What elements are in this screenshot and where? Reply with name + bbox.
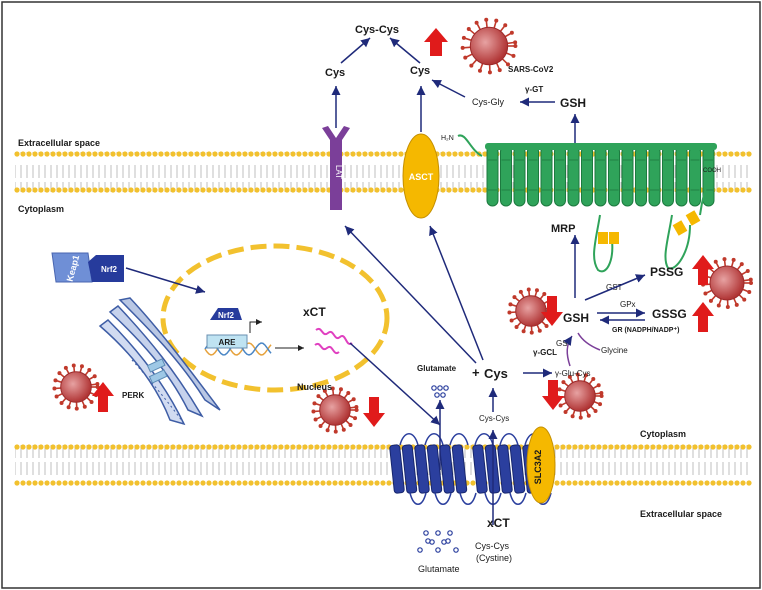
cytoplasm-label-bottom: Cytoplasm	[640, 429, 686, 439]
cys-cys-top-label: Cys-Cys	[355, 24, 399, 36]
cys-mid-label: Cys	[410, 65, 430, 77]
pssg-label: PSSG	[650, 265, 683, 279]
xct-protein-label: xCT	[487, 516, 510, 530]
sars-cov2-virus-layer	[52, 17, 753, 434]
gamma-gcl-label: γ-GCL	[533, 348, 557, 357]
gpx-label: GPx	[620, 300, 636, 309]
nucleus-label: Nucleus	[297, 382, 332, 392]
cys-cys-lower-label: Cys-Cys	[479, 414, 509, 423]
gsh-top-label: GSH	[560, 96, 586, 110]
xct-flux-arrows	[435, 400, 498, 525]
cys-cys-outer-label: Cys-Cys	[475, 541, 509, 551]
glutamate-inner-label: Glutamate	[417, 364, 457, 373]
glutamate-molecules	[417, 385, 459, 553]
xct-gene-label: xCT	[303, 305, 326, 319]
gssg-label: GSSG	[652, 307, 687, 321]
nrf2-nucleus-label: Nrf2	[218, 311, 235, 320]
bottom-membrane	[14, 444, 752, 486]
keap1-nrf2-complex: Keap1 Nrf2	[51, 252, 124, 283]
cys-center-label: Cys	[484, 366, 508, 381]
nrf2-cyto-label: Nrf2	[101, 265, 118, 274]
cys-left-label: Cys	[325, 67, 345, 79]
mrp-label: MRP	[551, 223, 575, 235]
plus-sign: +	[472, 365, 480, 380]
gs-label: GS	[556, 339, 568, 348]
glycine-label: Glycine	[601, 346, 628, 355]
gamma-glu-cys-label: γ-Glu-Cys	[555, 369, 591, 378]
cytoplasm-label-top: Cytoplasm	[18, 204, 64, 214]
extracellular-space-label-top: Extracellular space	[18, 138, 100, 148]
are-label: ARE	[219, 338, 237, 347]
mrp-transporter: H₂N MRP COOH	[441, 134, 721, 273]
gamma-gt-label: γ-GT	[525, 85, 543, 94]
top-flow-arrows	[331, 37, 580, 143]
lat-transporter: LAT	[322, 126, 350, 210]
nucleus: Nucleus Nrf2 ARE xCT	[160, 243, 390, 393]
perk-label: PERK	[122, 391, 144, 400]
asct-transporter: ASCT	[402, 133, 440, 219]
cys-gly-label: Cys-Gly	[472, 97, 504, 107]
sars-cov2-label: SARS-CoV2	[508, 65, 554, 74]
gr-label: GR (NADPH/NADP⁺)	[612, 327, 679, 334]
glutamate-outer-label: Glutamate	[418, 564, 460, 574]
red-up-arrow-top	[424, 28, 448, 56]
nrf2-translocation-arrow	[125, 267, 206, 294]
cys-metabolism: + Cys Glutamate γ-GCL γ-Glu-Cys GS Glyci…	[344, 225, 687, 426]
extracellular-space-label-bottom: Extracellular space	[640, 509, 722, 519]
red-arrow-indicators	[92, 255, 714, 427]
asct-label: ASCT	[409, 172, 434, 182]
slc3a2-label: SLC3A2	[533, 450, 543, 485]
h2n-label: H₂N	[441, 135, 454, 142]
endoplasmic-reticulum: PERK	[98, 297, 221, 426]
cooh-label: COOH	[703, 168, 721, 174]
cystine-label: (Cystine)	[476, 553, 512, 563]
lat-label: LAT	[334, 165, 343, 179]
gsh-center-label: GSH	[563, 311, 589, 325]
